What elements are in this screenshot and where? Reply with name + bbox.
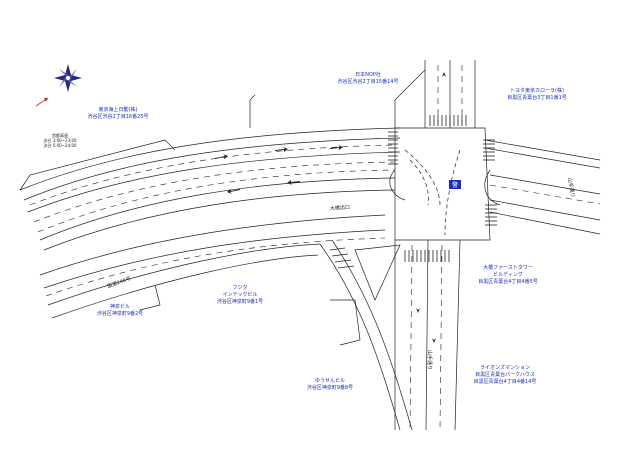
crosswalk-north xyxy=(429,115,467,126)
building-label-line: 渋谷区渋谷2丁目16番25号 xyxy=(87,114,149,120)
building-outline-s xyxy=(330,299,361,346)
building-label-line: 大橋ファーストタワー xyxy=(483,265,533,271)
building-outline-north xyxy=(249,94,256,128)
road-text-east: 山手通り xyxy=(566,177,576,198)
building-label-line: ライオンズマンション xyxy=(480,365,530,371)
building-label-line: 東京海上日動(株) xyxy=(98,107,138,113)
main-road-south-edge-2 xyxy=(43,189,396,251)
building-label-line: 目黒区青葉台3丁目1番1号 xyxy=(507,95,567,101)
lower-road-south-edge xyxy=(47,243,321,306)
building-label-s: ゆうせんビル 渋谷区神泉町9番8号 xyxy=(307,378,353,392)
building-label-e: 大橋ファーストタワー ビルディング 目黒区青葉台4丁目4番5号 xyxy=(478,265,538,286)
crosswalk-west xyxy=(388,131,398,165)
building-label-line: 渋谷区神泉町9番1号 xyxy=(216,299,264,305)
building-label-line: 渋谷 3:00~23:00 xyxy=(43,138,77,143)
arrow-8 xyxy=(442,72,446,85)
north-block xyxy=(394,69,426,128)
arrow-2 xyxy=(275,147,288,152)
arrow-5 xyxy=(287,180,300,185)
building-label-line: 渋谷区渋谷2丁目15番14号 xyxy=(337,79,399,85)
building-label-line: 日本NOP社 xyxy=(355,72,381,78)
east-road-south-2 xyxy=(489,211,601,235)
lower-road-north-edge xyxy=(39,214,386,276)
turn-guide-2 xyxy=(409,159,429,206)
crosswalk-east xyxy=(483,139,497,226)
lane-mark-6 xyxy=(439,244,443,431)
south-road-east xyxy=(454,239,461,431)
arrow-6 xyxy=(416,300,420,313)
building-label-line: ビルディング xyxy=(493,272,523,278)
building-label-line: 目黒区青葉台4丁目4番5号 xyxy=(478,279,538,285)
building-outline-sw xyxy=(139,284,161,311)
arrow-7 xyxy=(432,330,436,343)
lane-mark-1 xyxy=(29,144,396,206)
road-text-center: 大橋出口 xyxy=(330,204,350,212)
east-road-south xyxy=(489,199,601,221)
building-label-nw-small: 首都高速 渋谷 3:00~23:00 渋谷 5:00~24:00 xyxy=(43,133,76,148)
main-road-center xyxy=(27,151,401,213)
building-label-line: トヨタ東京カローラ(株) xyxy=(510,88,564,94)
arrow-3 xyxy=(330,145,343,150)
main-road-south-edge xyxy=(39,177,396,241)
building-label-se: ライオンズマンション 目黒区青葉台パークハウス 目黒区青葉台4丁目4番14号 xyxy=(474,365,537,386)
crosswalks xyxy=(329,115,497,269)
building-label-line: 目黒区青葉台パークハウス xyxy=(475,372,535,378)
lane-mark-5 xyxy=(409,244,413,431)
intersection-outline xyxy=(394,127,491,241)
curb-ne xyxy=(484,169,501,206)
south-road-center xyxy=(425,239,429,431)
main-road-north-edge-2 xyxy=(23,137,401,201)
building-label-line: 渋谷区神泉町9番8号 xyxy=(306,385,354,391)
turn-guide-1 xyxy=(404,149,441,206)
building-label-line: インテックビル xyxy=(222,292,258,298)
lane-mark-2 xyxy=(33,161,396,223)
lower-road-south-edge-2 xyxy=(51,254,319,319)
curb-nw xyxy=(389,169,406,201)
building-outline-nw xyxy=(19,139,176,191)
crosswalk-south xyxy=(404,250,450,262)
police-box-label: 警 xyxy=(452,181,458,189)
police-box-icon: 警 xyxy=(449,180,461,189)
lane-mark-3 xyxy=(37,169,396,233)
building-label-line: ゆうせんビル xyxy=(314,378,345,384)
lane-mark-7 xyxy=(489,184,601,205)
building-label-line: 渋谷区神泉町9番2号 xyxy=(96,311,144,317)
arrow-1 xyxy=(215,154,228,159)
building-label-line: 渋谷 5:00~24:00 xyxy=(43,143,77,148)
building-label-line: フジタ xyxy=(232,285,248,291)
road-text-se: 山手通り xyxy=(426,350,433,370)
arrow-4 xyxy=(227,189,240,194)
road-text-sw: 国道246号 xyxy=(106,275,131,290)
lower-road-center xyxy=(43,229,386,289)
lane-mark-4 xyxy=(45,237,386,297)
east-road-center xyxy=(489,174,601,195)
compass-rose-icon xyxy=(54,64,82,92)
building-label-line: 首都高速 xyxy=(51,133,68,138)
building-label-center: フジタ インテックビル 渋谷区神泉町9番1号 xyxy=(217,285,263,306)
lane-arrows xyxy=(215,72,446,343)
building-label-nw: 東京海上日動(株) 渋谷区渋谷2丁目16番25号 xyxy=(88,107,149,121)
crosswalk-ramp xyxy=(329,247,355,269)
building-label-ne: トヨタ東京カローラ(株) 目黒区青葉台3丁目1番1号 xyxy=(507,88,567,102)
traffic-island xyxy=(354,244,401,301)
east-road-north xyxy=(484,139,601,161)
main-road-north-edge xyxy=(19,127,401,191)
ramp-west xyxy=(319,243,401,431)
north-arrow-icon xyxy=(35,97,49,107)
building-label-sw: 神泉ビル 渋谷区神泉町9番2号 xyxy=(97,304,143,318)
ramp-east xyxy=(331,239,413,431)
east-road-north-2 xyxy=(484,147,601,169)
building-label-n: 日本NOP社 渋谷区渋谷2丁目15番14号 xyxy=(338,72,399,86)
building-label-line: 目黒区青葉台4丁目4番14号 xyxy=(473,379,537,385)
building-label-line: 神泉ビル xyxy=(109,304,130,310)
turn-guide-3 xyxy=(444,149,461,236)
